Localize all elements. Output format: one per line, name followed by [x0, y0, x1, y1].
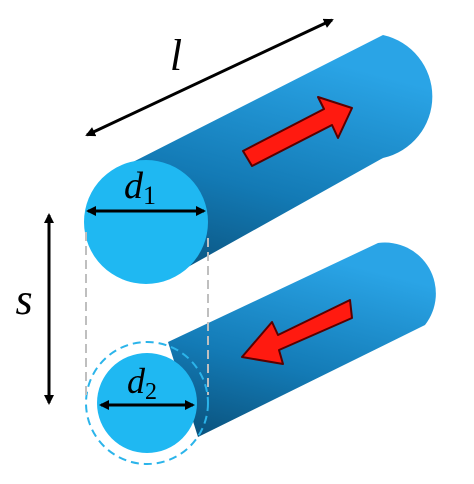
diameter-1-label-base: d [124, 165, 144, 207]
diameter-2-label: d2 [127, 361, 157, 405]
diameter-2-label-sub: 2 [145, 379, 157, 405]
separation-label: s [15, 275, 32, 324]
diameter-1-label: d1 [124, 165, 156, 210]
lower-current-arrow [241, 299, 353, 365]
length-dimension-arrow [85, 18, 334, 137]
length-label: l [170, 31, 182, 80]
diameter-1-label-sub: 1 [143, 181, 156, 210]
diameter-2-label-base: d [127, 361, 146, 401]
upper-cylinder-face [84, 160, 208, 284]
lower-cylinder-outer-dashed-circle [85, 341, 209, 465]
